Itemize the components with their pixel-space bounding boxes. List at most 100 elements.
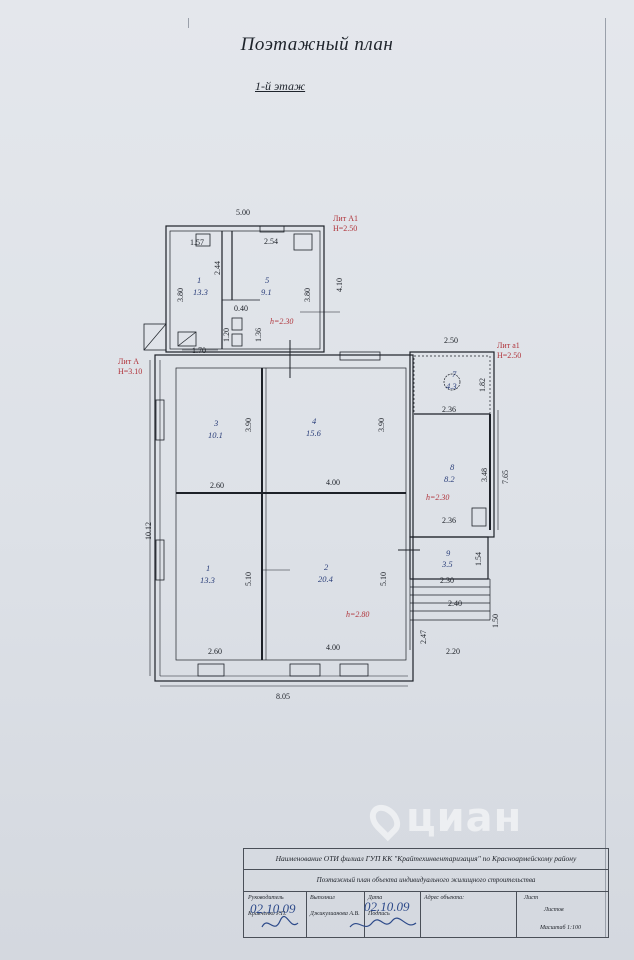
dim-r9-side: 1.54 [474, 552, 483, 566]
date-label: Дата [368, 895, 383, 901]
room-6: 1 13.3 [193, 275, 208, 297]
floor-label: 1-й этаж [255, 79, 306, 93]
sign-label: Подпись [368, 911, 390, 917]
dim-porch-w: 1.70 [192, 346, 206, 355]
dim-r7-side: 1.82 [478, 378, 487, 392]
title-block-divider [420, 891, 421, 937]
room-3: 3 10.1 [208, 418, 223, 440]
dim-stair-w: 2.40 [448, 599, 462, 608]
boiler [177, 331, 197, 347]
porch [143, 323, 167, 351]
dim-r7-width: 2.36 [442, 405, 456, 414]
window-left-2 [155, 539, 165, 581]
dim-r1-width: 2.60 [208, 647, 222, 656]
room-number: 1 [206, 563, 210, 573]
window-top-a1 [259, 225, 285, 233]
window-bottom-2 [289, 663, 321, 677]
title-block-divider [516, 891, 517, 937]
wall-lit-a1-inner [169, 230, 321, 350]
dim-bottom-total: 8.05 [276, 692, 290, 701]
head-name: Кравченко Р.П. [248, 911, 287, 917]
dim-small-h2: 1.36 [254, 328, 263, 342]
room-4: 4 15.6 [306, 416, 322, 438]
height-label-a1: h=2.30 [270, 317, 293, 326]
title-block-divider [306, 891, 307, 937]
window-bottom-3 [339, 663, 369, 677]
room7-outline [413, 355, 491, 415]
dim-r6-width: 1.57 [190, 238, 204, 247]
dim-a1-side: 4.10 [335, 278, 344, 292]
cian-watermark: циан [363, 783, 562, 853]
room-9: 9 3.5 [441, 548, 453, 569]
lit-a-height: H=3.10 [118, 367, 142, 376]
room-number: 2 [324, 562, 329, 572]
dim-stair-side: 1.50 [491, 614, 500, 628]
title-block-org: Наименование ОТИ филиал ГУП КК "Крайтехи… [244, 849, 608, 870]
room-area: 13.3 [200, 575, 215, 585]
room-2: 2 20.4 [318, 562, 334, 584]
room-1: 1 13.3 [200, 563, 215, 585]
height-label-a1s: h=2.30 [426, 493, 449, 502]
room-number: 9 [446, 548, 451, 558]
window-top-1 [339, 351, 381, 361]
address-label: Адрес объекта: [424, 895, 465, 901]
room-area: 20.4 [318, 574, 334, 584]
dim-r5-width: 2.54 [264, 237, 278, 246]
handwritten-date-2: 02.10.09 [364, 899, 410, 914]
dim-r5-height: 3.80 [303, 288, 312, 302]
room-area: 9.1 [261, 287, 272, 297]
stairs [409, 578, 491, 650]
dim-r3-width: 2.60 [210, 481, 224, 490]
exec-name: Джикулианова А.В. [310, 911, 360, 917]
wall-lit-a-inner [175, 367, 407, 661]
dim-top-total: 5.00 [236, 208, 250, 217]
dim-a1s-top: 2.50 [444, 336, 458, 345]
dim-stair-bottom: 2.20 [446, 647, 460, 656]
room-8: 8 8.2 [444, 462, 455, 484]
room-5: 5 9.1 [261, 275, 272, 297]
room-number: 3 [213, 418, 218, 428]
wall-lit-a1 [165, 225, 325, 353]
stove-fixture [293, 233, 313, 251]
dim-r8-side: 3.48 [480, 468, 489, 482]
lit-a1-height: H=2.50 [333, 224, 357, 233]
dim-r2-height: 5.10 [379, 572, 388, 586]
lit-a-name: Лит А [118, 357, 139, 366]
fixture-small-1 [231, 317, 243, 331]
dim-left-total: 10.12 [144, 522, 153, 540]
room-number: 1 [197, 275, 201, 285]
wall-lit-a [154, 354, 414, 682]
dim-r4-height: 3.90 [377, 418, 386, 432]
sheets-label: Листов [544, 907, 564, 913]
sheet-border-left [188, 18, 189, 28]
height-label-main: h=2.80 [346, 610, 369, 619]
lit-a1s-name: Лит а1 [497, 341, 520, 350]
handwritten-date-1: 02.10.09 [250, 901, 296, 916]
room-number: 5 [265, 275, 269, 285]
sheet-label: Лист [524, 895, 539, 901]
room-area: 10.1 [208, 430, 223, 440]
head-label: Руководитель [248, 895, 284, 901]
room-7: 7 4.3 [446, 369, 457, 391]
room-area: 13.3 [193, 287, 208, 297]
scale-label: Масштаб 1:100 [540, 925, 582, 931]
signature-2 [349, 917, 417, 928]
dim-r6-inner: 2.44 [213, 261, 222, 275]
room-area: 15.6 [306, 428, 322, 438]
room-number: 4 [312, 416, 317, 426]
dim-r1-height: 5.10 [244, 572, 253, 586]
title-block-object: Поэтажный план объекта индивидуального ж… [244, 869, 608, 892]
dim-a1s-side: 7.65 [501, 470, 510, 484]
exec-label: Выполнил [310, 895, 335, 901]
dim-small-h1: 1.20 [222, 328, 231, 342]
lit-a1-name: Лит А1 [333, 214, 358, 223]
dim-stair-h: 2.47 [419, 630, 428, 644]
room-area: 3.5 [441, 559, 453, 569]
dim-small-w: 0.40 [234, 304, 248, 313]
window-left-1 [155, 399, 165, 441]
watermark-text: циан [406, 795, 523, 841]
sheet-border-right [605, 18, 606, 938]
window-bottom-1 [197, 663, 225, 677]
